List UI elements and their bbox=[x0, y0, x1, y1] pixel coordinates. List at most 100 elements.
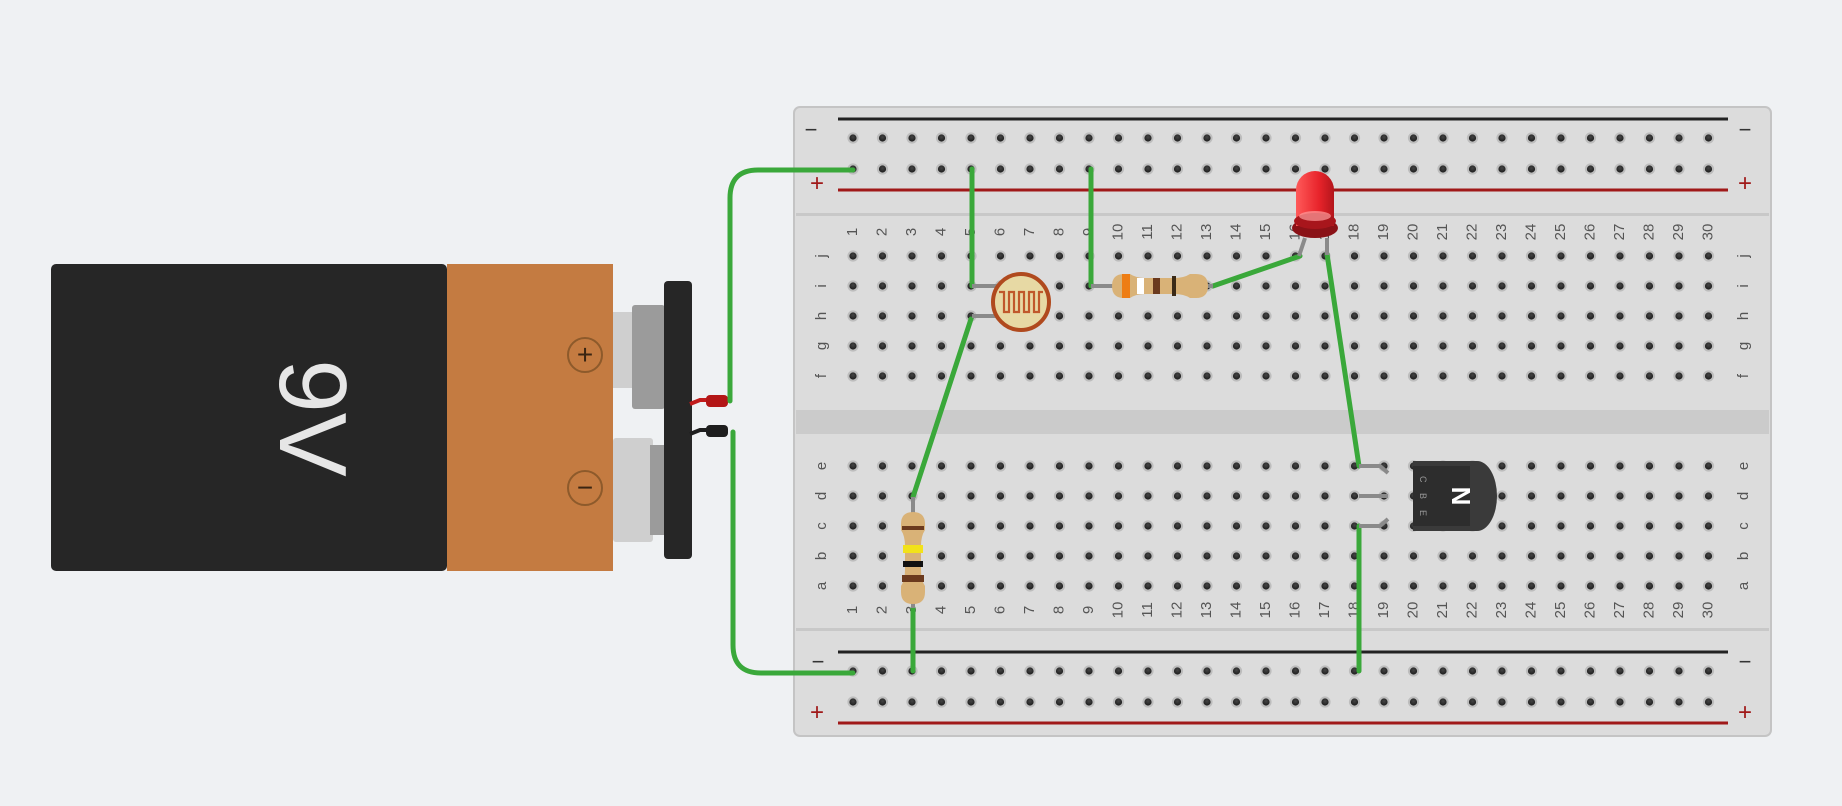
hole-i23[interactable] bbox=[1496, 280, 1508, 292]
hole-d1[interactable] bbox=[847, 490, 859, 502]
hole-e12[interactable] bbox=[1171, 460, 1184, 472]
hole-e23[interactable] bbox=[1496, 460, 1508, 472]
hole-c14[interactable] bbox=[1230, 520, 1243, 532]
rail-hole-1-col-15[interactable] bbox=[1260, 163, 1272, 175]
hole-a30[interactable] bbox=[1702, 580, 1715, 592]
rail-hole-1-col-8[interactable] bbox=[1053, 163, 1066, 175]
hole-i19[interactable] bbox=[1378, 280, 1390, 292]
hole-a5[interactable] bbox=[965, 580, 977, 592]
hole-c16[interactable] bbox=[1289, 520, 1302, 532]
hole-h26[interactable] bbox=[1584, 310, 1597, 322]
rail-hole-2-col-27[interactable] bbox=[1614, 665, 1626, 677]
rail-hole-1-col-7[interactable] bbox=[1024, 163, 1036, 175]
rail-hole-3-col-29[interactable] bbox=[1673, 696, 1685, 708]
hole-f22[interactable] bbox=[1466, 370, 1479, 382]
hole-b29[interactable] bbox=[1673, 550, 1685, 562]
hole-g4[interactable] bbox=[935, 340, 948, 352]
hole-d15[interactable] bbox=[1260, 490, 1272, 502]
rail-hole-3-col-20[interactable] bbox=[1407, 696, 1420, 708]
hole-b4[interactable] bbox=[935, 550, 948, 562]
hole-a25[interactable] bbox=[1555, 580, 1567, 592]
hole-f14[interactable] bbox=[1230, 370, 1243, 382]
rail-hole-3-col-26[interactable] bbox=[1584, 696, 1597, 708]
rail-hole-2-col-2[interactable] bbox=[876, 665, 889, 677]
rail-hole-3-col-8[interactable] bbox=[1053, 696, 1066, 708]
wire-photoresistor-to-bottom-resistor[interactable] bbox=[910, 316, 974, 500]
rail-hole-2-col-11[interactable] bbox=[1142, 665, 1154, 677]
hole-i24[interactable] bbox=[1525, 280, 1538, 292]
rail-hole-1-col-26[interactable] bbox=[1584, 163, 1597, 175]
hole-i14[interactable] bbox=[1230, 280, 1243, 292]
resistor-top[interactable] bbox=[1091, 274, 1213, 298]
hole-a27[interactable] bbox=[1614, 580, 1626, 592]
hole-b2[interactable] bbox=[876, 550, 889, 562]
hole-g8[interactable] bbox=[1053, 340, 1066, 352]
hole-a17[interactable] bbox=[1319, 580, 1331, 592]
hole-c2[interactable] bbox=[876, 520, 889, 532]
hole-e11[interactable] bbox=[1142, 460, 1154, 472]
hole-a9[interactable] bbox=[1083, 580, 1095, 592]
hole-e29[interactable] bbox=[1673, 460, 1685, 472]
hole-e6[interactable] bbox=[994, 460, 1007, 472]
hole-g20[interactable] bbox=[1407, 340, 1420, 352]
hole-j8[interactable] bbox=[1053, 250, 1066, 262]
hole-d8[interactable] bbox=[1053, 490, 1066, 502]
hole-f5[interactable] bbox=[965, 370, 977, 382]
hole-i17[interactable] bbox=[1319, 280, 1331, 292]
hole-c13[interactable] bbox=[1201, 520, 1213, 532]
rail-hole-1-col-17[interactable] bbox=[1319, 163, 1331, 175]
hole-j12[interactable] bbox=[1171, 250, 1184, 262]
hole-g17[interactable] bbox=[1319, 340, 1331, 352]
rail-hole-1-col-23[interactable] bbox=[1496, 163, 1508, 175]
rail-hole-0-col-10[interactable] bbox=[1112, 132, 1125, 144]
hole-b14[interactable] bbox=[1230, 550, 1243, 562]
hole-b7[interactable] bbox=[1024, 550, 1036, 562]
rail-hole-0-col-30[interactable] bbox=[1702, 132, 1715, 144]
hole-j24[interactable] bbox=[1525, 250, 1538, 262]
hole-j15[interactable] bbox=[1260, 250, 1272, 262]
hole-c23[interactable] bbox=[1496, 520, 1508, 532]
hole-g5[interactable] bbox=[965, 340, 977, 352]
rail-hole-3-col-27[interactable] bbox=[1614, 696, 1626, 708]
hole-e4[interactable] bbox=[935, 460, 948, 472]
wire-led-to-transistor-collector[interactable] bbox=[1324, 251, 1362, 469]
rail-hole-3-col-9[interactable] bbox=[1083, 696, 1095, 708]
hole-h30[interactable] bbox=[1702, 310, 1715, 322]
hole-c1[interactable] bbox=[847, 520, 859, 532]
hole-a7[interactable] bbox=[1024, 580, 1036, 592]
hole-g29[interactable] bbox=[1673, 340, 1685, 352]
hole-j29[interactable] bbox=[1673, 250, 1685, 262]
wire-resistor-to-led[interactable] bbox=[1210, 253, 1303, 289]
hole-g10[interactable] bbox=[1112, 340, 1125, 352]
hole-f20[interactable] bbox=[1407, 370, 1420, 382]
hole-b19[interactable] bbox=[1378, 550, 1390, 562]
hole-d18[interactable] bbox=[1348, 490, 1361, 502]
rail-hole-3-col-19[interactable] bbox=[1378, 696, 1390, 708]
hole-f3[interactable] bbox=[906, 370, 918, 382]
rail-hole-1-col-27[interactable] bbox=[1614, 163, 1626, 175]
hole-g15[interactable] bbox=[1260, 340, 1272, 352]
hole-j23[interactable] bbox=[1496, 250, 1508, 262]
hole-i27[interactable] bbox=[1614, 280, 1626, 292]
hole-g12[interactable] bbox=[1171, 340, 1184, 352]
hole-c28[interactable] bbox=[1643, 520, 1656, 532]
hole-a19[interactable] bbox=[1378, 580, 1390, 592]
led[interactable] bbox=[1292, 171, 1338, 257]
rail-hole-0-col-25[interactable] bbox=[1555, 132, 1567, 144]
hole-g7[interactable] bbox=[1024, 340, 1036, 352]
hole-f10[interactable] bbox=[1112, 370, 1125, 382]
rail-hole-2-col-29[interactable] bbox=[1673, 665, 1685, 677]
hole-f8[interactable] bbox=[1053, 370, 1066, 382]
hole-i2[interactable] bbox=[876, 280, 889, 292]
hole-a13[interactable] bbox=[1201, 580, 1213, 592]
hole-j4[interactable] bbox=[935, 250, 948, 262]
rail-hole-3-col-30[interactable] bbox=[1702, 696, 1715, 708]
hole-j22[interactable] bbox=[1466, 250, 1479, 262]
hole-e15[interactable] bbox=[1260, 460, 1272, 472]
rail-hole-3-col-28[interactable] bbox=[1643, 696, 1656, 708]
hole-h17[interactable] bbox=[1319, 310, 1331, 322]
rail-hole-3-col-21[interactable] bbox=[1437, 696, 1449, 708]
rail-hole-1-col-25[interactable] bbox=[1555, 163, 1567, 175]
hole-c5[interactable] bbox=[965, 520, 977, 532]
hole-b10[interactable] bbox=[1112, 550, 1125, 562]
